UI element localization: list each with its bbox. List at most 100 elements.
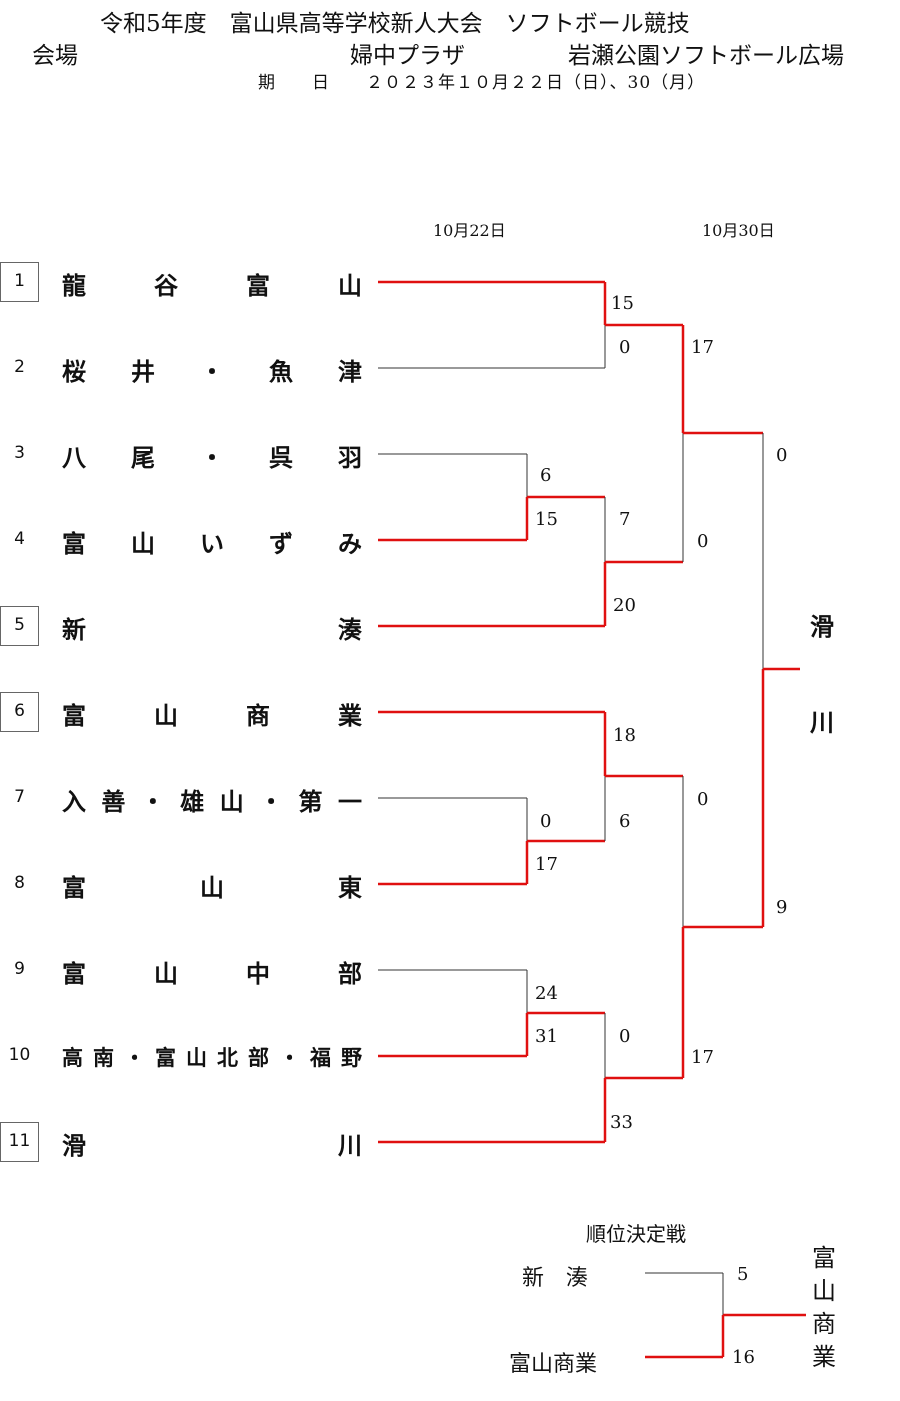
team-name-char: ・: [200, 357, 224, 386]
score: 0: [776, 445, 788, 466]
score: 6: [619, 811, 631, 832]
team-name-char: 井: [131, 357, 155, 386]
team-name-8: 富山東: [62, 870, 362, 902]
team-name-char: 商: [246, 701, 270, 730]
score: 16: [732, 1347, 755, 1368]
team-name-char: 山: [154, 701, 178, 730]
team-number: 6: [14, 701, 25, 721]
team-name-char: 中: [246, 959, 270, 988]
team-name-char: 八: [62, 443, 86, 472]
score: 0: [697, 531, 709, 552]
team-name-char: 山: [186, 1046, 207, 1070]
team-name-char: 富: [62, 959, 86, 988]
team-name-char: み: [338, 529, 362, 558]
team-name-char: 部: [248, 1046, 269, 1070]
team-number: 8: [14, 873, 25, 893]
round1-date: 10月22日: [433, 221, 506, 240]
team-number: 10: [8, 1045, 31, 1065]
venue-1: 婦中プラザ: [350, 43, 465, 69]
team-name-char: 山: [154, 959, 178, 988]
score: 17: [535, 854, 558, 875]
seed-box-5: [0, 606, 39, 646]
champion-char-2: 川: [810, 709, 834, 737]
page-title: 令和5年度 富山県高等学校新人大会 ソフトボール競技: [100, 11, 690, 37]
round2-date: 10月30日: [702, 221, 775, 240]
score: 7: [619, 509, 631, 530]
team-name-char: 津: [338, 357, 362, 386]
score: 31: [535, 1026, 558, 1047]
tournament-period: 期 日 ２０２３年１０月２２日（日）、30（月）: [258, 73, 706, 93]
team-name-10: 高南・富山北部・福野: [62, 1042, 362, 1072]
team-name-char: 山: [200, 873, 224, 902]
team-name-char: ・: [279, 1046, 300, 1070]
team-name-char: 第: [298, 787, 323, 816]
team-name-char: 山: [338, 271, 362, 300]
seed-box-1: [0, 262, 39, 302]
score: 0: [540, 811, 552, 832]
team-number: 5: [14, 615, 25, 635]
score: 15: [611, 293, 634, 314]
team-name-char: 南: [93, 1046, 114, 1070]
team-name-char: 富: [62, 529, 86, 558]
team-name-char: 山: [131, 529, 155, 558]
team-name-char: い: [200, 529, 224, 558]
consolation-winner: 富山商業: [812, 1244, 836, 1371]
team-name-char: 部: [338, 959, 362, 988]
team-name-char: ・: [259, 787, 284, 816]
score: 18: [613, 725, 636, 746]
score: 24: [535, 983, 558, 1004]
score: 0: [619, 1026, 631, 1047]
score: 9: [776, 897, 788, 918]
team-name-char: ず: [269, 529, 293, 558]
team-name-1: 龍谷富山: [62, 268, 362, 300]
score: 6: [540, 465, 552, 486]
team-number: 3: [14, 443, 25, 463]
team-number: 1: [14, 271, 25, 291]
score: 0: [697, 789, 709, 810]
seed-box-6: [0, 692, 39, 732]
score: 17: [691, 1047, 714, 1068]
champion-char-1: 滑: [810, 613, 834, 641]
score: 15: [535, 509, 558, 530]
team-name-char: 魚: [269, 357, 293, 386]
venue-label: 会場: [32, 43, 78, 69]
team-name-char: 呉: [269, 443, 293, 472]
team-name-char: 富: [155, 1046, 176, 1070]
team-name-char: 善: [101, 787, 126, 816]
team-name-5: 新湊: [62, 612, 362, 644]
team-name-char: 滑: [62, 1131, 86, 1160]
team-name-7: 入善・雄山・第一: [62, 784, 362, 816]
venue-2: 岩瀬公園ソフトボール広場: [568, 43, 844, 69]
consolation-title: 順位決定戦: [586, 1222, 686, 1246]
score: 5: [737, 1264, 749, 1285]
team-name-char: 川: [338, 1131, 362, 1160]
team-name-char: 羽: [338, 443, 362, 472]
team-name-char: 高: [62, 1046, 83, 1070]
consolation-team-bottom: 富山商業: [509, 1352, 598, 1377]
team-name-4: 富山いずみ: [62, 526, 362, 558]
team-name-char: 福: [310, 1046, 331, 1070]
team-name-char: 富: [62, 701, 86, 730]
team-number: 11: [8, 1131, 31, 1151]
team-name-char: 北: [217, 1046, 238, 1070]
score: 33: [610, 1112, 633, 1133]
team-name-char: 富: [62, 873, 86, 902]
team-name-9: 富山中部: [62, 956, 362, 988]
team-name-char: 桜: [62, 357, 86, 386]
team-name-3: 八 尾 ・ 呉 羽: [62, 440, 362, 472]
consolation-team-top: 新 湊: [522, 1266, 589, 1291]
team-name-char: ・: [200, 443, 224, 472]
score: 17: [691, 337, 714, 358]
team-name-char: ・: [124, 1046, 145, 1070]
team-name-char: 一: [337, 787, 362, 816]
team-number: 2: [14, 357, 25, 377]
team-name-char: 尾: [131, 443, 155, 472]
team-name-char: 山: [219, 787, 244, 816]
team-number: 4: [14, 529, 25, 549]
team-name-11: 滑川: [62, 1128, 362, 1160]
team-name-char: ・: [140, 787, 165, 816]
team-name-char: 富: [246, 271, 270, 300]
team-name-char: 湊: [338, 615, 362, 644]
team-name-6: 富山商業: [62, 698, 362, 730]
